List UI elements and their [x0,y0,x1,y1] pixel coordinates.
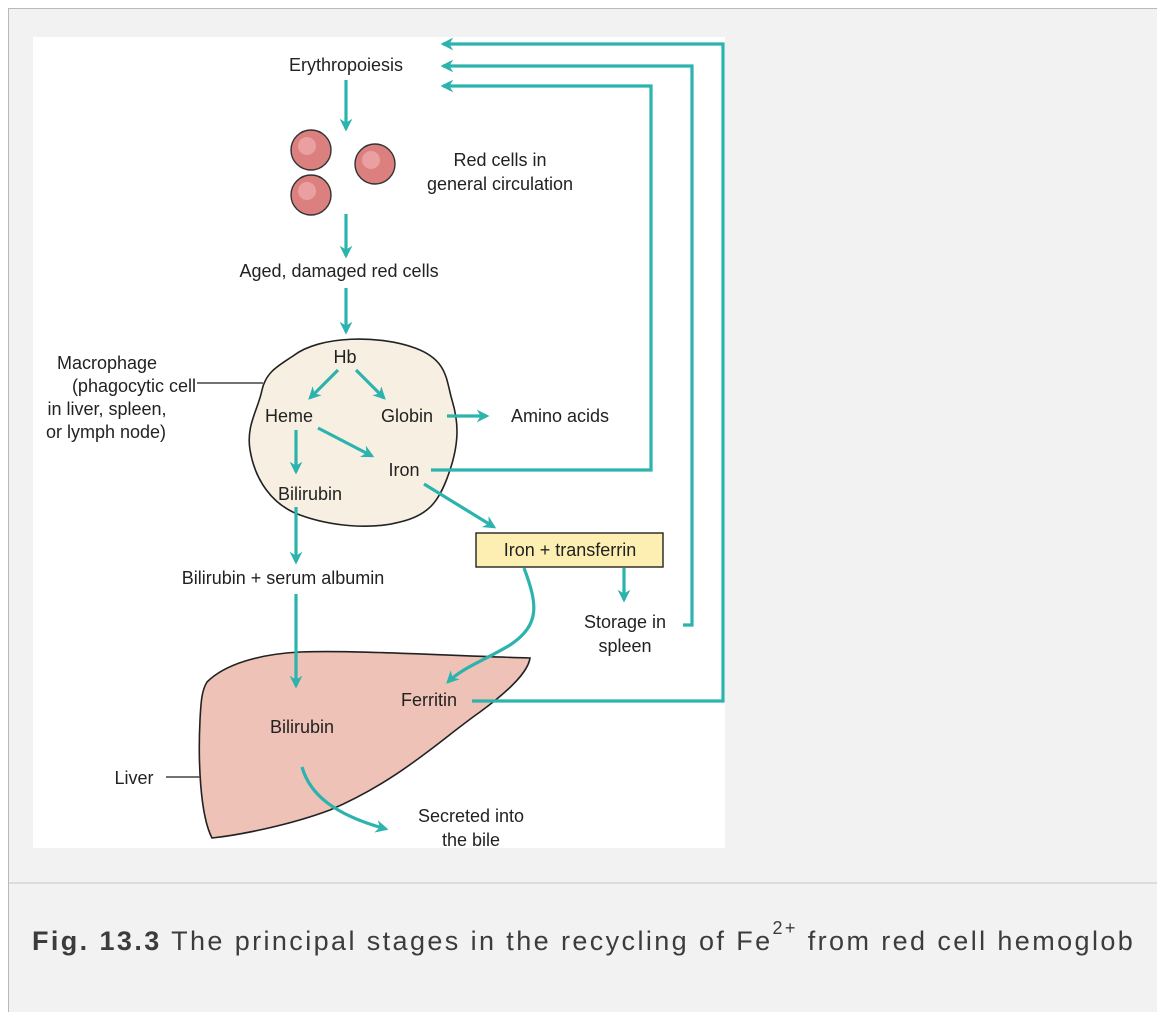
macrophage-cell [248,338,458,528]
figure-caption: Fig. 13.3 The principal stages in the re… [32,918,1136,957]
label-bilirubin-liver: Bilirubin [270,717,334,737]
label-red-cells-line2: general circulation [427,174,573,194]
label-storage-line1: Storage in [584,612,666,632]
iron-recycling-diagram: Erythropoiesis Red cells in general circ… [46,37,725,850]
label-storage-line2: spleen [598,636,651,656]
arrow-ferritin-loop-to-erythropoiesis [440,37,725,703]
label-secreted-line1: Secreted into [418,806,524,826]
arrow-iron-to-transferrin [423,482,497,529]
label-erythropoiesis: Erythropoiesis [289,55,403,75]
liver-shape [198,650,531,839]
arrow-storage-loop-to-erythropoiesis [440,59,694,627]
label-heme: Heme [265,406,313,426]
arrow-heme-to-iron [317,426,375,458]
label-ferritin: Ferritin [401,690,457,710]
label-macrophage-line3: in liver, spleen, [47,399,166,419]
figure-label: Fig. 13.3 [32,926,162,956]
red-cell [290,174,332,216]
red-cell [354,143,396,185]
label-bilirubin-macrophage: Bilirubin [278,484,342,504]
label-bilirubin-albumin: Bilirubin + serum albumin [182,568,385,588]
label-globin: Globin [381,406,433,426]
label-amino-acids: Amino acids [511,406,609,426]
caption-divider [9,882,1157,884]
arrow-hb-to-globin [354,368,386,400]
label-liver: Liver [114,768,153,788]
arrow-hb-to-heme [308,368,340,400]
label-macrophage-line2: (phagocytic cell [72,376,196,396]
arrow-transferrin-to-ferritin [446,567,536,684]
label-macrophage-line4: or lymph node) [46,422,166,442]
label-red-cells-line1: Red cells in [453,150,546,170]
label-iron-transferrin: Iron + transferrin [504,540,637,560]
label-secreted-line2: the bile [442,830,500,850]
label-aged-cells: Aged, damaged red cells [239,261,438,281]
caption-text: The principal stages in the recycling of… [171,926,773,956]
arrow-bilirubin-to-bile [300,766,389,833]
iron-transferrin-box [475,532,664,568]
label-iron: Iron [388,460,419,480]
red-cell [290,129,332,171]
label-hb: Hb [333,347,356,367]
label-macrophage-line1: Macrophage [57,353,157,373]
arrow-iron-loop-to-erythropoiesis [431,79,653,472]
caption-text-continued: from red cell hemoglob [797,926,1136,956]
caption-superscript: 2+ [772,918,798,938]
